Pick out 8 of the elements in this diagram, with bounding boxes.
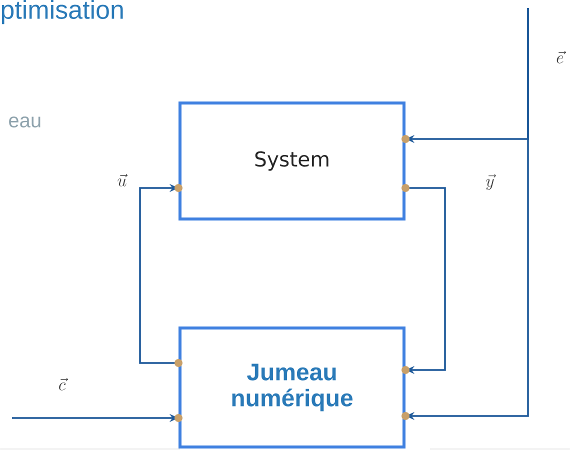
edge-label: $\vec{y}$: [484, 172, 496, 192]
edge-label: $\vec{u}$: [116, 172, 128, 188]
edge-label: $\vec{c}$: [56, 376, 68, 392]
body-text: eau: [9, 116, 40, 128]
edge-label: $\vec{e}$: [554, 49, 566, 65]
slide-title: ptimisation: [2, 0, 123, 24]
process-box: System: [178, 102, 406, 220]
process-box: Jumeau numérique: [178, 326, 406, 448]
